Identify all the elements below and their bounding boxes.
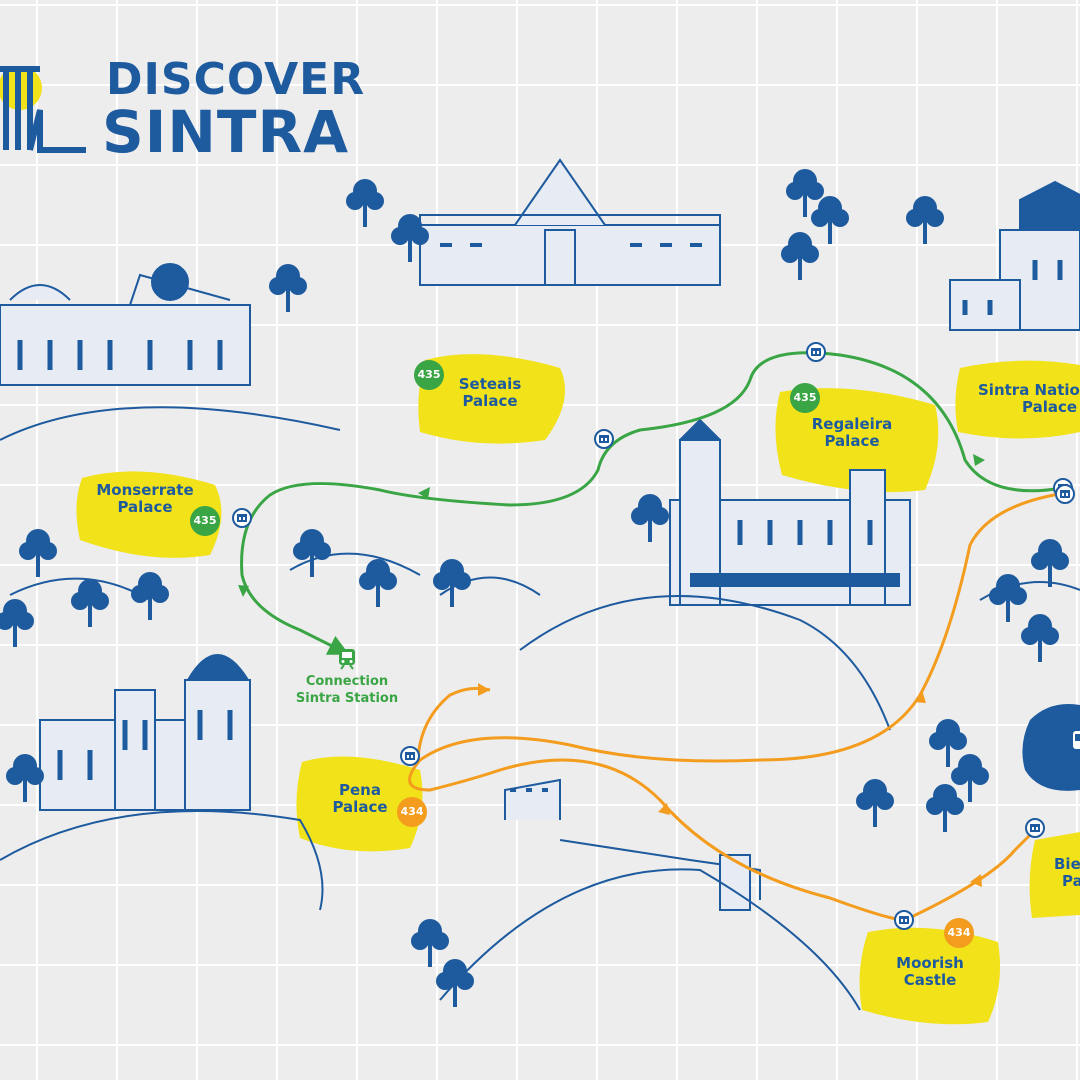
bus-badge-regaleira: 435 (790, 383, 820, 413)
stop-moorish[interactable] (894, 910, 914, 930)
museum-icon (899, 916, 909, 924)
place-biester-label[interactable]: Bie Pa (1054, 856, 1080, 890)
museum-icon (1030, 824, 1040, 832)
route-434-line-b (416, 686, 491, 761)
place-seteais-line2: Palace (462, 392, 518, 410)
label-highlights (76, 354, 1080, 1025)
connection-label[interactable]: Connection Sintra Station (280, 673, 414, 707)
place-moorish-label[interactable]: Moorish Castle (880, 955, 980, 989)
place-pena-line1: Pena (339, 781, 381, 799)
route-434-arrows (478, 683, 982, 887)
route-435-arrows (238, 454, 985, 597)
bus-badge-moorish: 434 (944, 918, 974, 948)
bus-badge-seteais: 435 (414, 360, 444, 390)
bus-icon (1073, 731, 1080, 749)
logo-title-line1: DISCOVER (106, 54, 366, 105)
logo-mark (0, 66, 86, 153)
palace-icon (0, 158, 1080, 911)
place-pena-line2: Palace (332, 798, 388, 816)
place-moorish-line2: Castle (903, 971, 957, 989)
museum-icon (811, 348, 821, 356)
museum-icon (1060, 490, 1070, 498)
connection-line2: Sintra Station (295, 691, 399, 706)
place-biester-line1: Bie (1054, 855, 1080, 873)
place-national-label[interactable]: Sintra Natio Palace (978, 382, 1080, 416)
place-pena-label[interactable]: Pena Palace (320, 782, 400, 816)
place-monserrate-line1: Monserrate (96, 481, 194, 499)
place-seteais-line1: Seteais (458, 375, 522, 393)
place-monserrate-label[interactable]: Monserrate Palace (90, 482, 200, 516)
place-seteais-label[interactable]: Seteais Palace (440, 376, 540, 410)
bus-badge-pena: 434 (397, 797, 427, 827)
stop-seteais[interactable] (594, 429, 614, 449)
stop-pena[interactable] (400, 746, 420, 766)
museum-icon (237, 514, 247, 522)
terminal-blob (1022, 704, 1080, 791)
place-regaleira-line2: Palace (824, 432, 880, 450)
place-national-line2: Palace (1022, 398, 1078, 416)
bus-badge-monserrate: 435 (190, 506, 220, 536)
connection-line1: Connection (305, 674, 389, 689)
logo-title-line2: SINTRA (102, 98, 350, 166)
stop-national-b[interactable] (1055, 484, 1075, 504)
train-icon (339, 649, 355, 670)
route-435-line (240, 351, 1064, 655)
stop-monserrate[interactable] (232, 508, 252, 528)
museum-icon (599, 435, 609, 443)
stop-regaleira[interactable] (806, 342, 826, 362)
museum-icon (405, 752, 415, 760)
place-national-line1: Sintra Natio (978, 381, 1080, 399)
stop-biester[interactable] (1025, 818, 1045, 838)
place-biester-line2: Pa (1062, 872, 1080, 890)
place-regaleira-line1: Regaleira (811, 415, 893, 433)
place-moorish-line1: Moorish (896, 954, 964, 972)
place-regaleira-label[interactable]: Regaleira Palace (802, 416, 902, 450)
place-monserrate-line2: Palace (117, 498, 173, 516)
logo: DISCOVER SINTRA (0, 50, 364, 170)
